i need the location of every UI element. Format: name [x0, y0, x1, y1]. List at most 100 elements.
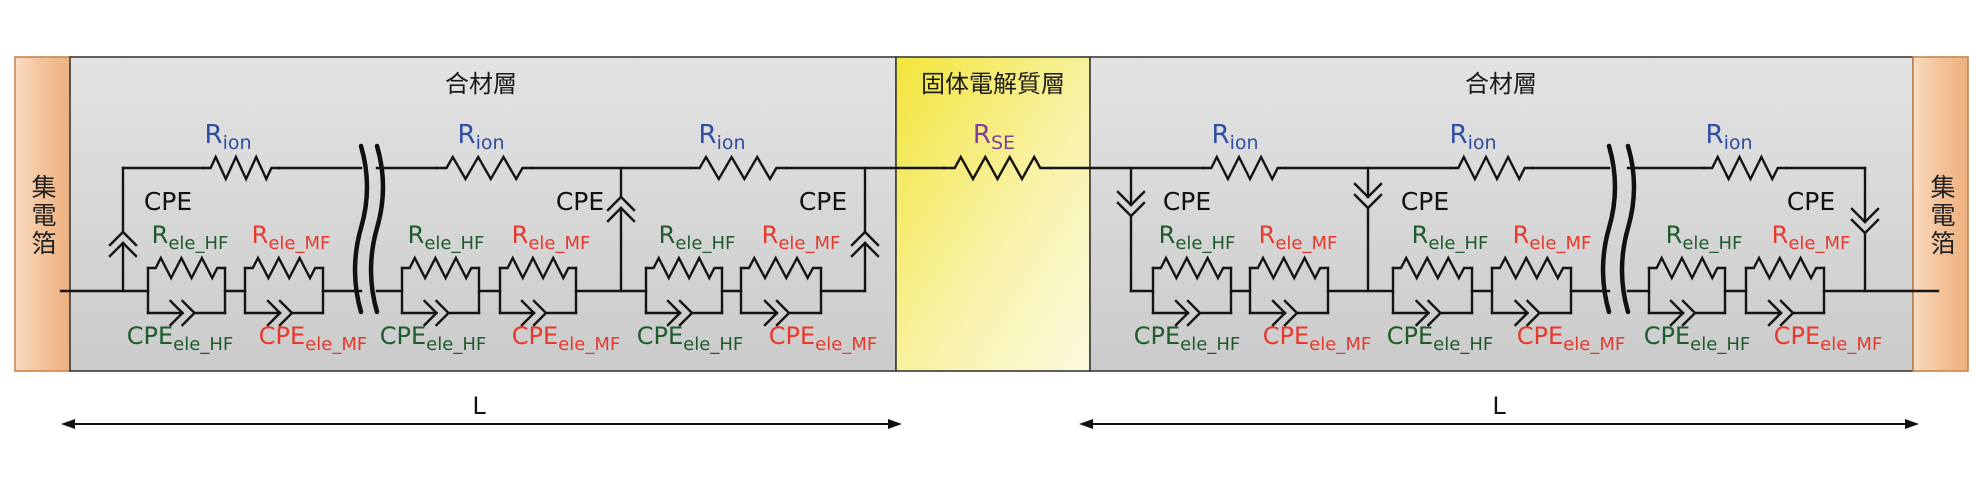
- rc-left-2-mf-cpe-inner-chevron: [520, 299, 536, 327]
- r-ion-label-1-main: R: [204, 120, 222, 150]
- rc-left-1-mf-cpe-inner-chevron: [266, 299, 282, 327]
- r-ion-left-3-resistor: [688, 154, 788, 182]
- cpe-ele-mf-label-4-main: CPE: [1263, 322, 1309, 350]
- cpe-left-2-outer-chevron: [606, 195, 636, 212]
- r-ion-label-5-main: R: [1449, 120, 1467, 150]
- solid-electrolyte-layer: [895, 56, 1091, 372]
- cpe-ele-mf-label-4: CPEele_MF: [1263, 322, 1371, 355]
- r-ele-mf-label-2-subscript: ele_MF: [528, 233, 590, 254]
- cpe-right-2-outer-chevron: [1353, 193, 1383, 210]
- rc-right-3-hf-cpe-outer-chevron: [1681, 299, 1697, 327]
- r-ele-mf-label-1-subscript: ele_MF: [268, 233, 330, 254]
- rc-left-3-mf-resistor: [739, 255, 823, 281]
- rc-right-1-mf-resistor: [1248, 255, 1330, 281]
- cpe-label-5: CPE: [1401, 187, 1449, 216]
- rc-left-3-mf-cpe-inner-chevron: [763, 299, 779, 327]
- rc-left-2-mf-cpe-outer-chevron: [532, 299, 548, 327]
- rc-left-1-hf-cpe-inner-chevron: [168, 299, 185, 327]
- cpe-ele-hf-label-2-main: CPE: [380, 322, 426, 350]
- r-ele-mf-label-6-subscript: ele_MF: [1788, 233, 1850, 254]
- cpe-ele-mf-label-1: CPEele_MF: [259, 322, 367, 355]
- cpe-ele-hf-label-5-subscript: ele_HF: [1433, 334, 1493, 355]
- r-se-label-subscript: SE: [991, 132, 1015, 154]
- rc-right-1-hf-resistor: [1151, 255, 1233, 281]
- left-length-label: L: [472, 392, 486, 420]
- rc-left-3-mf-cpe-outer-chevron: [775, 299, 791, 327]
- r-ele-mf-label-4-subscript: ele_MF: [1275, 233, 1337, 254]
- cpe-ele-hf-label-5: CPEele_HF: [1387, 322, 1493, 355]
- r-se-label-main: R: [973, 120, 991, 150]
- cpe-right-1-outer-chevron: [1116, 201, 1146, 218]
- left-length-arrow-arrowhead-right: [888, 419, 902, 429]
- rc-right-3-mf-cpe-outer-chevron: [1779, 299, 1795, 327]
- r-ion-label-6: Rion: [1705, 120, 1752, 154]
- r-ion-right-2-resistor: [1448, 154, 1535, 182]
- cpe-ele-mf-label-3-main: CPE: [769, 322, 815, 350]
- cpe-left-1-inner-chevron: [108, 241, 138, 258]
- r-ion-left-1-resistor: [201, 154, 281, 182]
- rc-right-2-hf-cpe-outer-chevron: [1426, 299, 1443, 327]
- solid-electrolyte-title: 固体電解質層: [921, 70, 1065, 98]
- r-ion-right-3-resistor: [1702, 154, 1788, 182]
- rc-left-2-hf-cpe-outer-chevron: [434, 299, 451, 327]
- rc-left-1-mf-cpe-outer-chevron: [278, 299, 294, 327]
- r-ele-hf-label-4-main: R: [1159, 221, 1176, 249]
- cpe-ele-mf-label-2: CPEele_MF: [512, 322, 620, 355]
- r-ion-label-1-subscript: ion: [223, 132, 252, 154]
- r-ele-mf-label-2: Rele_MF: [512, 221, 591, 254]
- left-collector-label: 集電箔: [28, 174, 57, 258]
- cpe-left-2-inner-chevron: [606, 206, 636, 223]
- circuit-wires: [59, 143, 1940, 327]
- cpe-label-6: CPE: [1787, 187, 1835, 216]
- rc-left-3-hf-cpe-outer-chevron: [678, 299, 694, 327]
- r-ion-label-3: Rion: [698, 120, 745, 154]
- r-ele-mf-label-3: Rele_MF: [762, 221, 841, 254]
- r-ele-mf-label-2-main: R: [512, 221, 529, 249]
- break-mark-left-b: [368, 143, 386, 315]
- cpe-ele-hf-label-1-main: CPE: [127, 322, 173, 350]
- r-ion-label-2-subscript: ion: [476, 132, 505, 154]
- cpe-label-3: CPE: [799, 187, 847, 216]
- cpe-ele-hf-label-2-subscript: ele_HF: [426, 334, 486, 355]
- rc-left-1-mf-resistor: [243, 255, 325, 281]
- layer-titles: 合材層 固体電解質層 合材層: [445, 70, 1537, 98]
- cpe-ele-mf-label-5-main: CPE: [1517, 322, 1563, 350]
- r-ele-mf-label-3-subscript: ele_MF: [778, 233, 840, 254]
- cpe-ele-hf-label-4: CPEele_HF: [1134, 322, 1240, 355]
- r-ion-right-1-resistor: [1201, 154, 1288, 182]
- rc-left-3-hf-cpe-inner-chevron: [666, 299, 682, 327]
- cpe-ele-hf-label-1: CPEele_HF: [127, 322, 233, 355]
- cpe-ele-hf-label-4-main: CPE: [1134, 322, 1180, 350]
- right-length-arrow-arrowhead-right: [1905, 419, 1919, 429]
- left-composite-layer: [69, 56, 897, 372]
- right-length-arrow-arrowhead-left: [1079, 419, 1093, 429]
- r-ion-label-1: Rion: [204, 120, 251, 154]
- cpe-ele-hf-label-2: CPEele_HF: [380, 322, 486, 355]
- rc-left-2-hf-cpe-inner-chevron: [422, 299, 439, 327]
- r-ele-hf-label-5-main: R: [1412, 221, 1429, 249]
- r-ele-hf-label-4: Rele_HF: [1159, 221, 1236, 254]
- cpe-ele-hf-label-5-main: CPE: [1387, 322, 1433, 350]
- r-ele-hf-label-5-subscript: ele_HF: [1428, 233, 1488, 254]
- break-mark-left-a: [352, 143, 370, 315]
- cpe-ele-mf-label-5-subscript: ele_MF: [1563, 334, 1625, 355]
- left-composite-title: 合材層: [445, 70, 517, 98]
- break-mark-right-a: [1600, 143, 1618, 315]
- rc-left-1-hf-cpe-outer-chevron: [180, 299, 197, 327]
- cpe-right-1-inner-chevron: [1116, 190, 1146, 207]
- r-ion-label-3-main: R: [698, 120, 716, 150]
- cpe-ele-mf-label-6-subscript: ele_MF: [1820, 334, 1882, 355]
- cpe-right-3-outer-chevron: [1850, 218, 1880, 235]
- cpe-ele-hf-label-6-subscript: ele_HF: [1690, 334, 1750, 355]
- rc-right-2-mf-cpe-outer-chevron: [1525, 299, 1542, 327]
- right-collector-label: 集電箔: [1927, 174, 1956, 258]
- r-ion-label-5-subscript: ion: [1468, 132, 1497, 154]
- r-ele-mf-label-5: Rele_MF: [1513, 221, 1592, 254]
- right-current-collector: [1912, 56, 1969, 372]
- cpe-right-3-inner-chevron: [1850, 207, 1880, 224]
- rc-right-3-mf-cpe-inner-chevron: [1767, 299, 1783, 327]
- r-ion-label-3-subscript: ion: [717, 132, 746, 154]
- r-ele-hf-label-3-subscript: ele_HF: [675, 233, 735, 254]
- rc-left-2-hf-resistor: [400, 255, 481, 281]
- rc-right-3-mf-resistor: [1744, 255, 1826, 281]
